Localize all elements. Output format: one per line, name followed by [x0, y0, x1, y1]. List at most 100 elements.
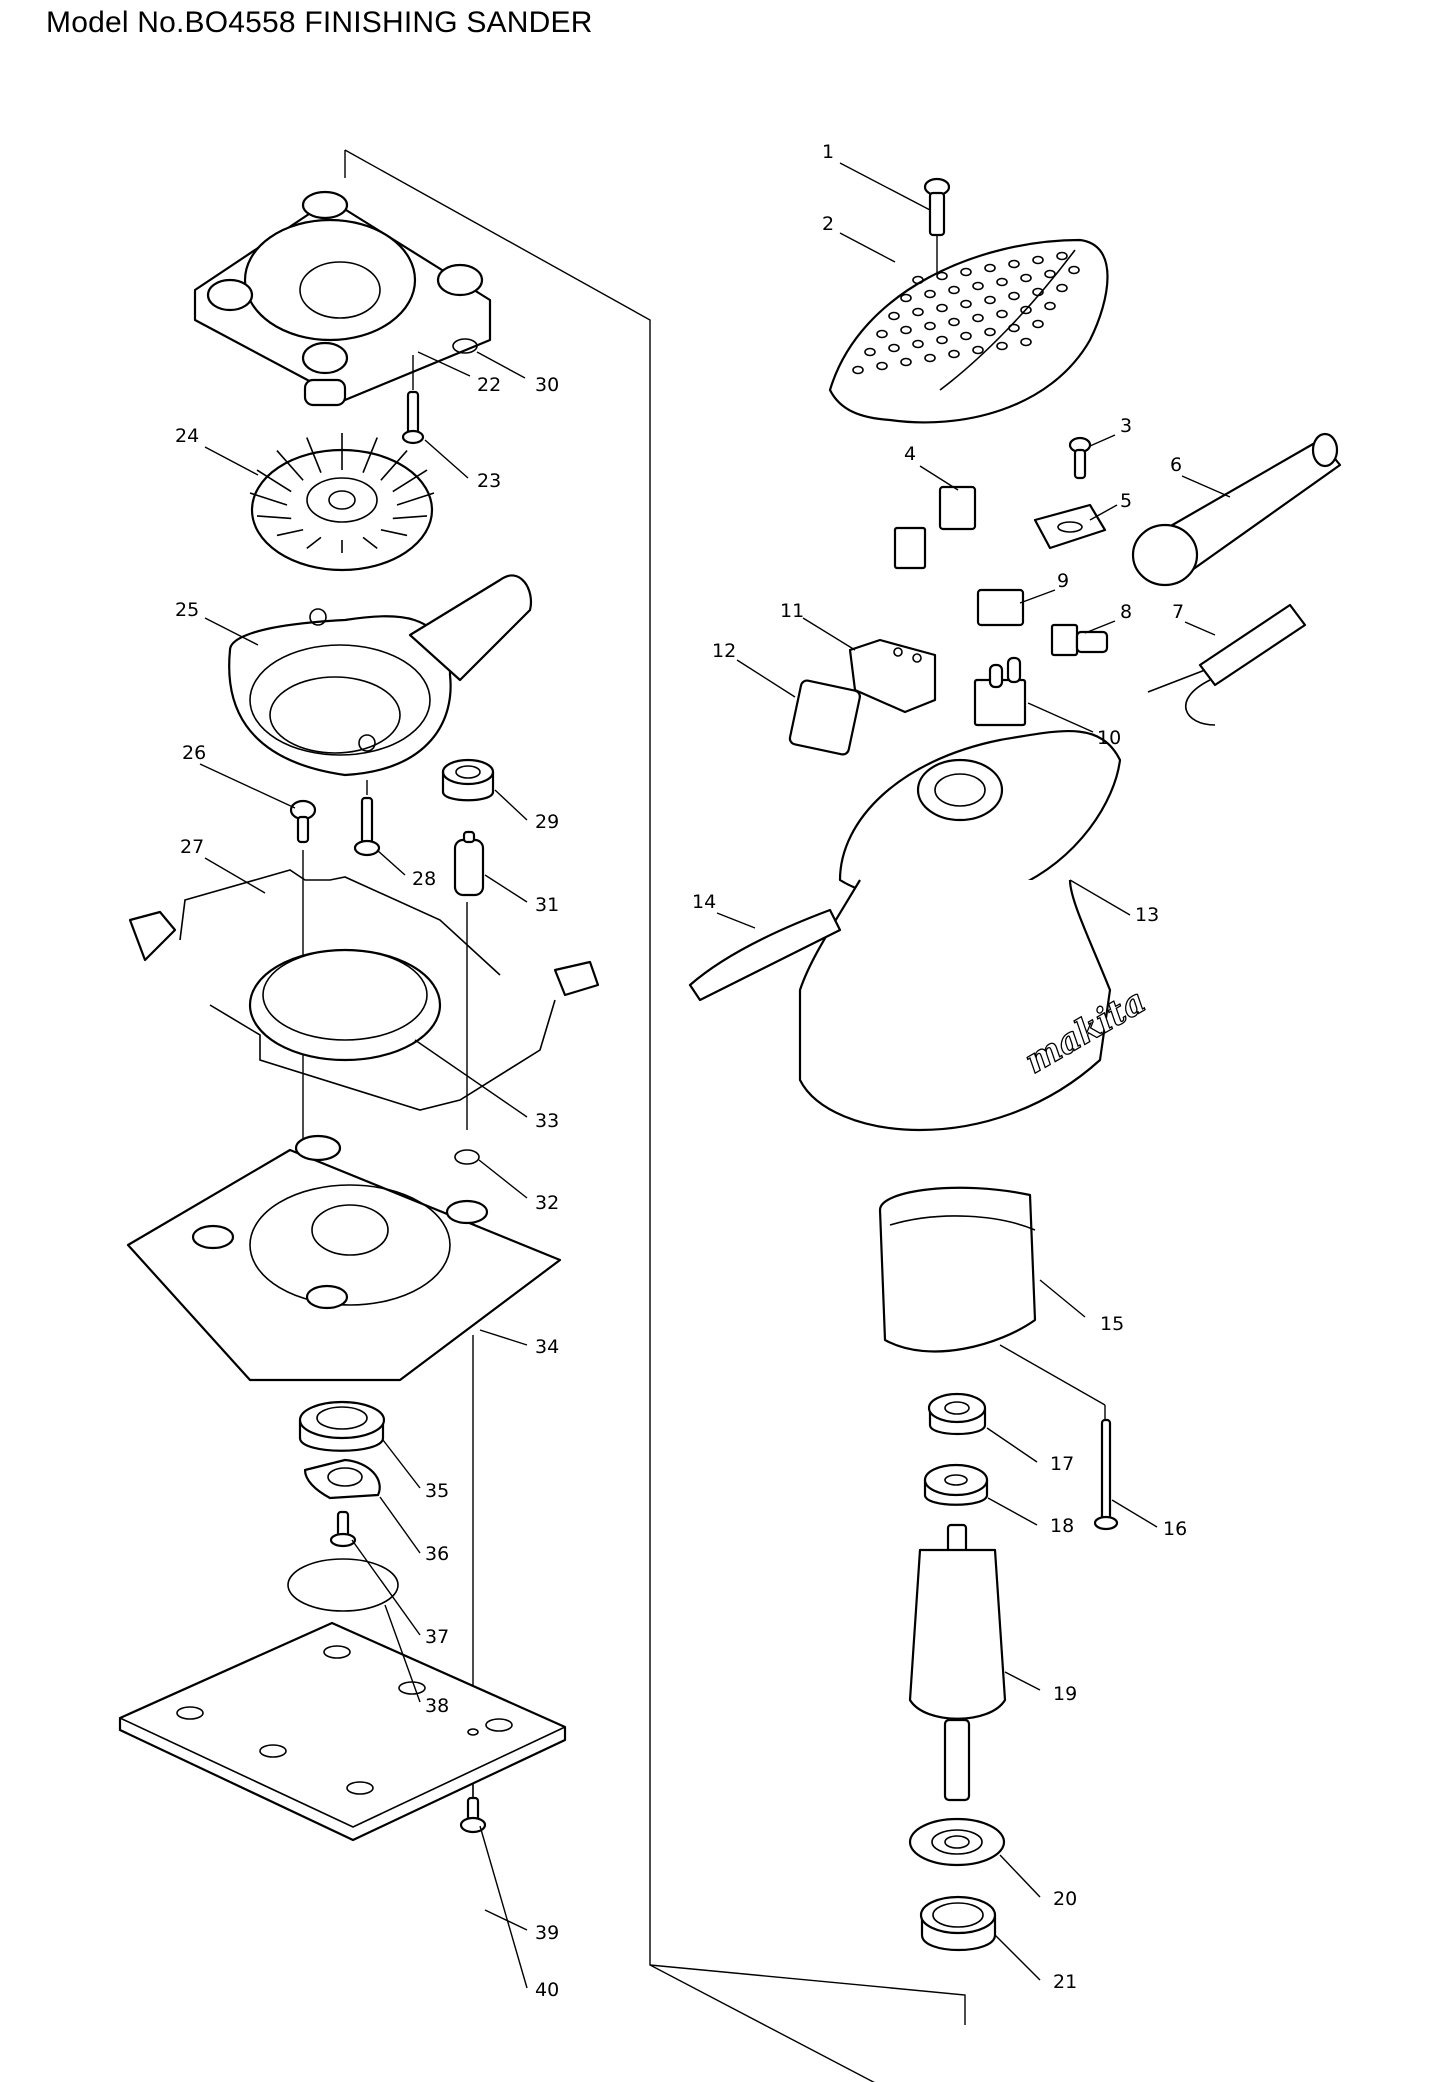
leader-line [479, 1329, 528, 1346]
part-number-label: 18 [1050, 1515, 1074, 1537]
leader-line [382, 1439, 421, 1489]
callout-part-9: 9 [1019, 570, 1069, 604]
leader-line [424, 439, 469, 479]
callout-part-13: 13 [1069, 879, 1159, 926]
part-number-label: 37 [425, 1626, 449, 1648]
leader-line [1089, 434, 1116, 447]
callout-part-35: 35 [382, 1439, 449, 1502]
part-number-label: 25 [175, 599, 199, 621]
part-number-label: 24 [175, 425, 199, 447]
part-number-label: 38 [425, 1695, 449, 1717]
vent-hole [888, 311, 900, 321]
vent-hole [984, 327, 996, 337]
leader-line [204, 617, 259, 646]
part-number-label: 14 [692, 891, 716, 913]
fan-blade [380, 528, 408, 537]
vent-hole [924, 321, 936, 331]
part-11-switch [848, 638, 937, 714]
part-number-label: 17 [1050, 1453, 1074, 1475]
callout-part-11: 11 [780, 600, 856, 651]
fan-blade [380, 450, 408, 481]
vent-hole [1032, 287, 1044, 297]
callout-part-1: 1 [822, 141, 931, 211]
part-number-label: 19 [1053, 1683, 1077, 1705]
callout-part-18: 18 [987, 1497, 1074, 1537]
part-number-label: 22 [477, 374, 501, 396]
vent-hole [960, 299, 972, 309]
part-16-screw [1093, 1418, 1119, 1531]
leader-line [736, 659, 796, 698]
callout-part-40: 40 [479, 1825, 559, 2001]
part-3-screw [1068, 436, 1092, 480]
leader-line [1111, 1499, 1158, 1528]
part-38-o-ring [287, 1558, 399, 1612]
vent-hole [936, 303, 948, 313]
fan-blade [362, 437, 378, 473]
part-number-label: 32 [535, 1192, 559, 1214]
vent-hole [900, 325, 912, 335]
vent-hole [1056, 251, 1068, 261]
leader-line [1069, 879, 1131, 916]
part-number-label: 3 [1120, 415, 1132, 437]
callout-part-10: 10 [1027, 702, 1121, 749]
part-6-cord-guard [1131, 432, 1342, 587]
vent-hole [1044, 301, 1056, 311]
leader-line [919, 465, 959, 491]
leader-line [199, 763, 296, 809]
vent-hole [1008, 291, 1020, 301]
leader-line [839, 162, 931, 211]
callout-part-20: 20 [999, 1854, 1077, 1910]
vent-hole [984, 295, 996, 305]
vent-hole [1008, 259, 1020, 269]
part-24-fan [249, 433, 435, 572]
vent-hole [912, 275, 924, 285]
part-2-motor-cover [828, 238, 1109, 424]
vent-hole [936, 335, 948, 345]
part-10-terminal-block [973, 656, 1027, 727]
vent-hole [948, 349, 960, 359]
vent-hole [1056, 283, 1068, 293]
fan-blade [256, 515, 292, 520]
part-number-label: 11 [780, 600, 804, 622]
part-number-label: 40 [535, 1979, 559, 2001]
leader-line [476, 351, 526, 379]
leader-line [478, 1159, 528, 1199]
leader-line [987, 1497, 1038, 1526]
callout-part-33: 33 [414, 1039, 559, 1132]
leader-line [1027, 702, 1094, 733]
part-32-o-ring [454, 1149, 480, 1165]
callout-part-34: 34 [479, 1329, 559, 1358]
leader-line [802, 617, 856, 651]
vent-hole [972, 345, 984, 355]
part-number-label: 33 [535, 1110, 559, 1132]
callout-part-27: 27 [180, 836, 266, 894]
part-number-label: 4 [904, 443, 916, 465]
assembly-bracket [344, 149, 966, 2082]
vent-hole [984, 263, 996, 273]
part-33-ring [248, 948, 442, 1062]
part-35-ball-bearing [298, 1400, 386, 1452]
vent-hole [972, 281, 984, 291]
part-40-screw [459, 1785, 487, 1834]
callout-part-37: 37 [351, 1539, 449, 1648]
vent-hole [996, 277, 1008, 287]
part-19-armature [908, 1523, 1007, 1802]
part-number-label: 10 [1097, 727, 1121, 749]
callout-part-4: 4 [904, 443, 959, 491]
part-callouts: 1234567891011121314151617181920212223242… [175, 141, 1231, 2001]
part-number-label: 12 [712, 640, 736, 662]
callout-part-38: 38 [384, 1604, 449, 1717]
part-18-ball-bearing [923, 1463, 989, 1506]
part-21-ball-bearing [919, 1895, 997, 1951]
part-30-o-ring [452, 338, 478, 354]
vent-hole [900, 293, 912, 303]
callout-part-3: 3 [1089, 415, 1132, 447]
part-number-label: 1 [822, 141, 834, 163]
part-13-motor-housing: makita [798, 729, 1153, 1132]
part-number-label: 31 [535, 894, 559, 916]
part-5-strain-relief [1033, 503, 1107, 550]
leader-line [994, 1934, 1041, 1981]
part-number-label: 39 [535, 1922, 559, 1944]
part-25-dust-nozzle-housing [228, 574, 533, 777]
leader-line [384, 1604, 421, 1703]
